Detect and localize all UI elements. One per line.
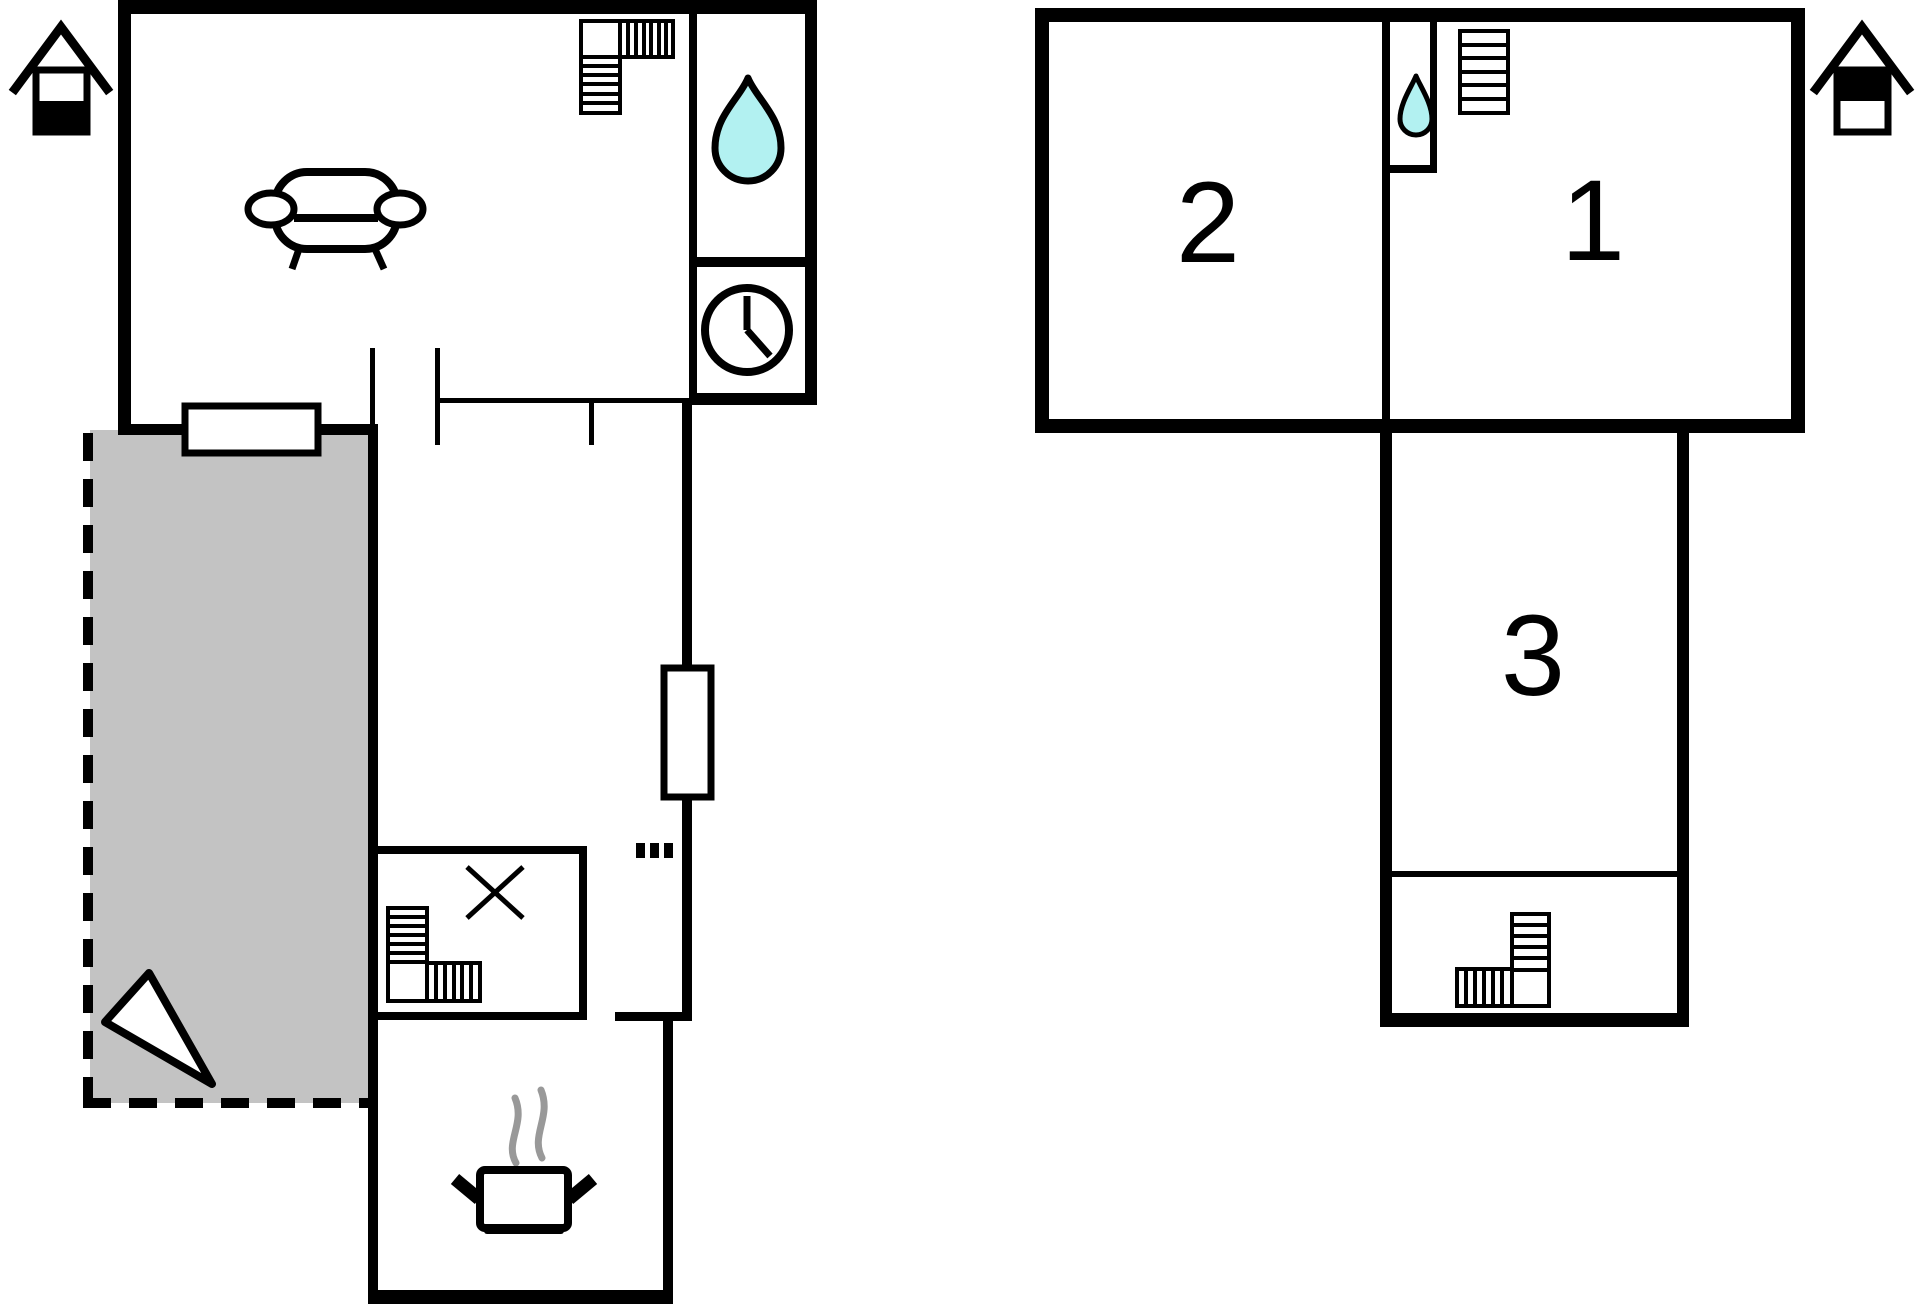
- pot-handle: [450, 1174, 484, 1204]
- wall-segment: [1392, 871, 1677, 877]
- clock-hand: [744, 327, 773, 359]
- water-drop-icon: [711, 74, 785, 185]
- dot: [650, 843, 659, 858]
- wall-segment: [1380, 1013, 1689, 1027]
- window-symbol: [181, 402, 322, 457]
- wall-segment: [1035, 8, 1805, 22]
- wall-segment: [437, 398, 685, 403]
- sofa-leg: [288, 247, 303, 271]
- window-symbol: [660, 664, 715, 801]
- wall-segment: [368, 1290, 673, 1304]
- dot: [636, 843, 645, 858]
- wall-segment: [805, 0, 817, 405]
- pot-body: [476, 1166, 572, 1232]
- wall-segment: [318, 424, 378, 435]
- wall-segment: [435, 348, 440, 445]
- stair-landing: [386, 960, 429, 1003]
- wall-segment: [118, 0, 817, 14]
- house-roof: [1809, 19, 1915, 96]
- upper-floor-plan: 1 2 3: [1035, 8, 1915, 1027]
- wall-segment: [118, 424, 185, 435]
- wall-segment: [689, 14, 697, 398]
- wall-segment: [589, 403, 594, 445]
- stair-landing: [1510, 968, 1551, 1008]
- wall-segment: [370, 348, 375, 427]
- clock-icon: [701, 284, 793, 376]
- stairs-icon: [1458, 29, 1510, 115]
- wall-segment: [368, 424, 378, 1304]
- water-drop-icon: [1397, 73, 1435, 138]
- ground-floor-plan: [8, 0, 817, 1304]
- wall-segment: [689, 257, 817, 267]
- sofa-icon: [244, 168, 427, 271]
- cross-line: [465, 865, 525, 920]
- steam-line: [534, 1086, 548, 1162]
- wall-segment: [1677, 433, 1689, 1027]
- sofa-armrest: [373, 189, 427, 229]
- room-label-2: 2: [1176, 159, 1240, 287]
- sofa-armrest: [244, 189, 298, 229]
- wall-segment: [1382, 22, 1390, 419]
- wall-segment: [1035, 8, 1049, 433]
- stairs-icon: [1455, 912, 1551, 1008]
- stair-landing: [579, 19, 622, 59]
- dot: [664, 843, 673, 858]
- north-arrow-icon: [101, 969, 216, 1088]
- wall-segment: [372, 846, 587, 854]
- wall-segment: [1390, 165, 1437, 173]
- stair-flight: [1510, 912, 1551, 972]
- steam-line: [508, 1094, 522, 1167]
- wall-segment: [118, 0, 131, 433]
- house-lower-level-fill: [34, 101, 89, 134]
- cooking-pot-icon: [450, 1086, 598, 1234]
- stairs-icon: [386, 906, 482, 1003]
- wall-segment: [372, 1012, 587, 1020]
- stairs-icon: [579, 19, 675, 115]
- wall-segment: [1035, 419, 1805, 433]
- wall-segment: [1430, 22, 1437, 173]
- opening-dots: [636, 843, 673, 858]
- wall-segment: [1791, 8, 1805, 433]
- wall-segment: [682, 797, 692, 1021]
- wall-segment: [1380, 433, 1392, 1027]
- pot-handle: [564, 1174, 598, 1204]
- wall-segment: [663, 1012, 673, 1304]
- sofa-leg: [371, 247, 388, 271]
- wall-segment: [689, 393, 817, 405]
- wall-segment: [615, 1012, 692, 1021]
- room-label-3: 3: [1501, 592, 1565, 720]
- house-upper-level-fill: [1835, 68, 1890, 101]
- house-ground-floor-icon: [8, 19, 114, 136]
- table-cross-icon: [465, 865, 525, 920]
- house-upper-floor-icon: [1809, 19, 1915, 136]
- house-roof: [8, 19, 114, 96]
- wall-segment: [682, 398, 692, 668]
- room-label-1: 1: [1561, 157, 1625, 285]
- wall-segment: [579, 846, 587, 1020]
